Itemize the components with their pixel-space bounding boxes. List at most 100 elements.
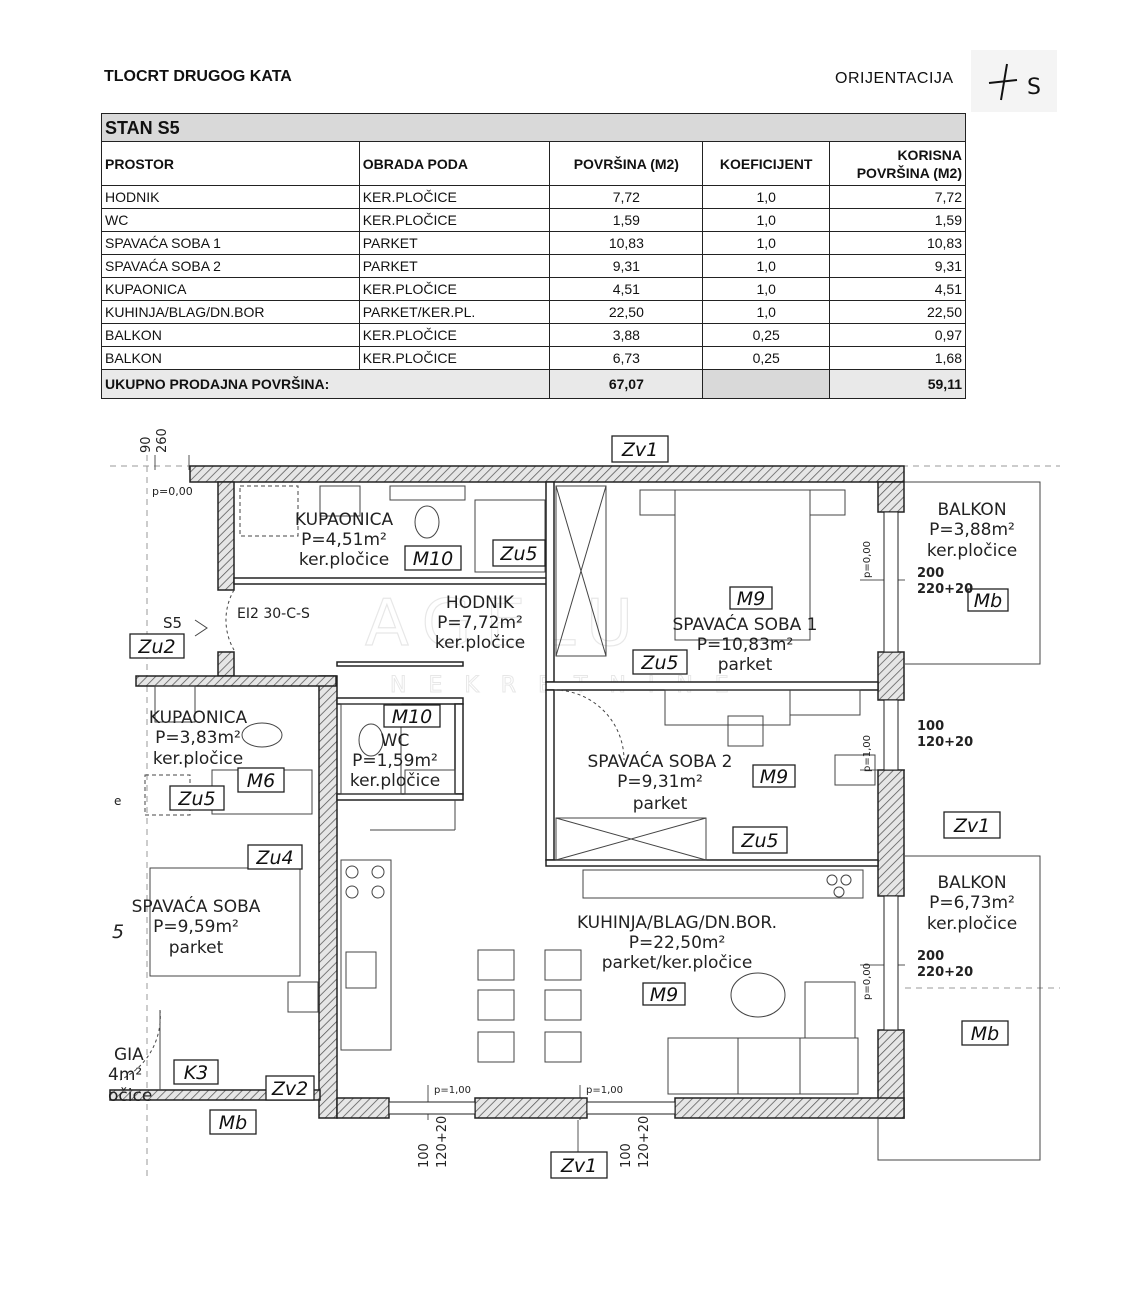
svg-text:parket: parket	[718, 655, 773, 675]
sill-level-2: p=1,00	[862, 735, 873, 772]
svg-text:Zv1: Zv1	[621, 439, 658, 461]
svg-text:Mb: Mb	[974, 590, 1002, 612]
svg-text:P=10,83m²: P=10,83m²	[697, 635, 794, 655]
door-rating: EI2 30-C-S	[237, 606, 310, 622]
room-neighbour-soba: SPAVAĆA SOBA P=9,59m² parket	[132, 895, 261, 958]
svg-text:P=3,88m²: P=3,88m²	[929, 520, 1015, 540]
svg-text:SPAVAĆA SOBA: SPAVAĆA SOBA	[132, 895, 261, 917]
svg-text:očice: očice	[108, 1086, 152, 1106]
svg-text:GIA: GIA	[114, 1045, 144, 1065]
svg-text:M10: M10	[392, 706, 433, 728]
svg-text:parket/ker.pločice: parket/ker.pločice	[602, 953, 753, 973]
window-dim-2b: 120+20	[917, 735, 973, 750]
room-balkon-1: BALKON P=3,88m² ker.pločice	[927, 500, 1017, 561]
window-dim-1a: 200	[917, 566, 944, 581]
svg-text:P=3,83m²: P=3,83m²	[155, 728, 241, 748]
svg-text:Mb: Mb	[971, 1023, 999, 1045]
orientation-label: ORIJENTACIJA	[835, 70, 954, 87]
svg-text:P=6,73m²: P=6,73m²	[929, 893, 1015, 913]
svg-text:HODNIK: HODNIK	[446, 593, 515, 613]
tag-zu5-neighbour: Zu5	[169, 785, 225, 811]
tag-mb-balkon1: Mb	[967, 588, 1009, 612]
svg-text:ker.pločice: ker.pločice	[927, 914, 1017, 934]
tag-zu2: Zu2	[129, 633, 185, 659]
svg-text:Zv1: Zv1	[560, 1155, 597, 1177]
svg-text:SPAVAĆA SOBA 1: SPAVAĆA SOBA 1	[673, 613, 818, 635]
dim-260: 260	[155, 428, 170, 453]
svg-text:Zv1: Zv1	[953, 815, 990, 837]
room-wc: WC P=1,59m² ker.pločice	[350, 731, 440, 791]
sill-level-1: p=0,00	[862, 541, 873, 578]
svg-text:KUPAONICA: KUPAONICA	[295, 510, 394, 530]
col-prostor: PROSTOR	[101, 141, 360, 186]
room-spavaca-soba-1: SPAVAĆA SOBA 1 P=10,83m² parket	[673, 613, 818, 675]
room-spavaca-soba-2: SPAVAĆA SOBA 2 P=9,31m² parket	[588, 750, 733, 814]
sill-level-b2: p=1,00	[586, 1085, 623, 1096]
tag-zv1-bottom: Zv1	[550, 1151, 608, 1179]
svg-text:WC: WC	[381, 731, 410, 751]
unit-label-s5: S5	[163, 614, 182, 632]
svg-text:P=9,31m²: P=9,31m²	[617, 772, 703, 792]
window-dim-b2b: 120+20	[637, 1116, 652, 1168]
sill-level-3: p=0,00	[862, 963, 873, 1000]
svg-text:P=9,59m²: P=9,59m²	[153, 917, 239, 937]
svg-text:M9: M9	[737, 588, 765, 610]
tag-zv1-top: Zv1	[611, 435, 669, 463]
svg-text:BALKON: BALKON	[937, 873, 1006, 893]
area-table: STAN S5 PROSTOR OBRADA PODA POVRŠINA (M2…	[100, 113, 966, 399]
total-usable: 59,11	[829, 369, 966, 399]
total-area: 67,07	[549, 369, 704, 399]
col-obrada: OBRADA PODA	[358, 141, 551, 186]
room-kupaonica: KUPAONICA P=4,51m² ker.pločice	[295, 510, 394, 570]
tag-m10-bath: M10	[404, 545, 462, 571]
cut-label-5: 5	[112, 921, 124, 943]
svg-text:Zu5: Zu5	[177, 788, 215, 810]
svg-text:Zv2: Zv2	[271, 1078, 308, 1100]
window-dim-b1b: 120+20	[435, 1116, 450, 1168]
tag-zu5-hall: Zu5	[632, 649, 688, 675]
tag-m9-kuhinja: M9	[642, 982, 686, 1006]
svg-text:M10: M10	[413, 548, 454, 570]
room-balkon-2: BALKON P=6,73m² ker.pločice	[927, 873, 1017, 934]
room-hodnik: HODNIK P=7,72m² ker.pločice	[435, 593, 525, 653]
tag-mb-lodja: Mb	[209, 1109, 257, 1135]
tag-zu4: Zu4	[247, 844, 303, 870]
svg-text:Zu4: Zu4	[255, 847, 293, 869]
svg-text:KUPAONICA: KUPAONICA	[149, 708, 248, 728]
tag-m9-soba1: M9	[729, 586, 773, 610]
svg-text:Zu5: Zu5	[640, 652, 678, 674]
compass-letter: S	[1027, 75, 1041, 100]
svg-text:BALKON: BALKON	[937, 500, 1006, 520]
svg-text:M9: M9	[650, 984, 678, 1006]
tag-zv1-right: Zv1	[943, 811, 1001, 839]
tag-m10-wc: M10	[383, 704, 441, 728]
svg-text:P=7,72m²: P=7,72m²	[437, 613, 523, 633]
window-dim-1b: 220+20	[917, 582, 973, 597]
window-dim-2a: 100	[917, 719, 944, 734]
svg-text:M6: M6	[247, 770, 275, 792]
total-label: UKUPNO PRODAJNA POVRŠINA:	[100, 369, 551, 399]
room-neighbour-kupaonica: KUPAONICA P=3,83m² ker.pločice	[149, 708, 248, 769]
svg-text:SPAVAĆA SOBA 2: SPAVAĆA SOBA 2	[588, 750, 733, 772]
tag-zv2: Zv2	[265, 1075, 315, 1101]
tag-zu5-bath: Zu5	[492, 539, 546, 567]
svg-text:ker.pločice: ker.pločice	[153, 749, 243, 769]
svg-text:P=22,50m²: P=22,50m²	[629, 933, 726, 953]
svg-text:P=1,59m²: P=1,59m²	[352, 751, 438, 771]
window-dim-b2a: 100	[619, 1143, 634, 1168]
window-dim-b1a: 100	[417, 1143, 432, 1168]
tag-k3: K3	[173, 1059, 219, 1085]
tag-m6: M6	[237, 767, 285, 793]
svg-text:ker.pločice: ker.pločice	[350, 771, 440, 791]
tag-mb-balkon2: Mb	[961, 1020, 1009, 1046]
total-row: UKUPNO PRODAJNA POVRŠINA: 67,07 59,11	[100, 369, 966, 399]
window-dim-3a: 200	[917, 949, 944, 964]
svg-text:Zu5: Zu5	[740, 830, 778, 852]
outer-walls	[109, 465, 905, 1119]
